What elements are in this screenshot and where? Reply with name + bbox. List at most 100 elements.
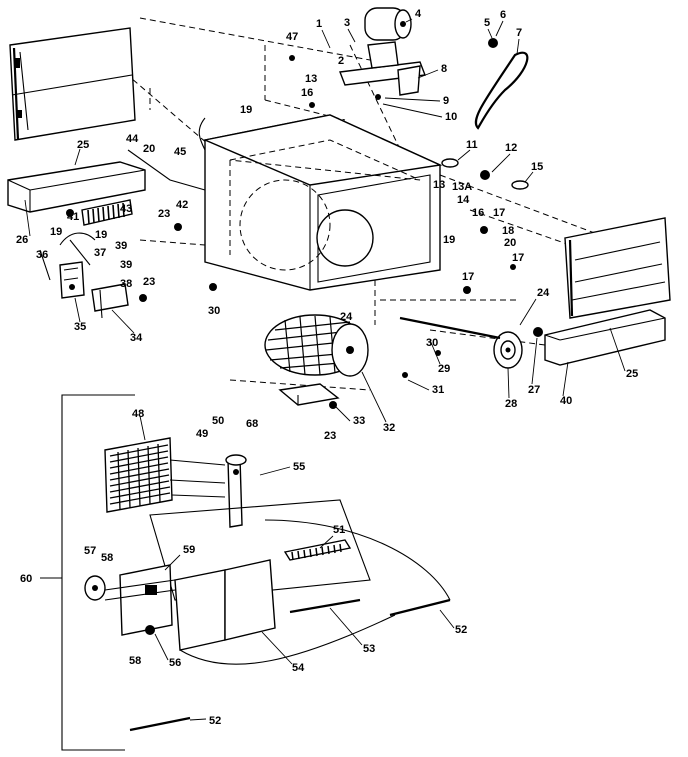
label-57: 57 [84,545,96,557]
label-41: 41 [67,211,79,223]
drive-belt [474,51,529,130]
hardware-fasteners [66,38,543,409]
label-47: 47 [286,31,298,43]
label-19-c: 19 [50,226,62,238]
right-front-panel [564,217,671,319]
heater-subassembly-frame [40,394,135,751]
label-25-b: 25 [626,368,638,380]
label-12: 12 [505,142,517,154]
left-side-panel [9,27,136,141]
label-27: 27 [528,384,540,396]
label-58-b: 58 [129,655,141,667]
label-23-c: 23 [324,430,336,442]
label-18: 18 [502,225,514,237]
heater-box [174,559,276,651]
control-bracket [39,239,129,319]
label-68: 68 [246,418,258,430]
fan-motor [364,7,412,41]
label-11: 11 [466,139,478,151]
label-16-b: 16 [472,207,484,219]
label-6: 6 [500,9,506,21]
label-43: 43 [120,203,132,215]
label-31: 31 [432,384,444,396]
guide-lines [109,17,601,391]
label-17-c: 17 [462,271,474,283]
label-35: 35 [74,321,86,333]
label-23-b: 23 [143,276,155,288]
label-54: 54 [292,662,305,674]
label-1: 1 [316,18,322,30]
label-25: 25 [77,139,89,151]
label-36: 36 [36,249,48,261]
cabinet-housing [202,114,443,291]
label-33: 33 [353,415,365,427]
label-20-b: 20 [504,237,516,249]
label-24: 24 [340,311,353,323]
label-32: 32 [383,422,395,434]
label-4: 4 [415,8,422,20]
label-13a: 13A [452,181,472,193]
label-50: 50 [212,415,224,427]
label-42: 42 [176,199,188,211]
label-5: 5 [484,17,490,29]
label-19-b: 19 [443,234,455,246]
control-block [84,564,176,636]
label-9: 9 [443,95,449,107]
label-2: 2 [338,55,344,67]
label-29: 29 [438,363,450,375]
label-19-d: 19 [95,229,107,241]
heater-rods [129,519,451,732]
label-3: 3 [344,17,350,29]
terminal-post [225,454,247,528]
label-34: 34 [130,332,143,344]
label-49: 49 [196,428,208,440]
label-16: 16 [301,87,313,99]
bearing-bracket [278,383,340,406]
label-48: 48 [132,408,144,420]
label-13-b: 13 [433,179,445,191]
label-52: 52 [455,624,467,636]
label-59: 59 [183,544,195,556]
label-37: 37 [94,247,106,259]
label-17-b: 17 [512,252,524,264]
label-23: 23 [158,208,170,220]
label-56: 56 [169,657,181,669]
left-base-tray [7,161,146,213]
label-51: 51 [333,524,345,536]
label-7: 7 [516,27,522,39]
shaft [399,316,501,340]
label-30-b: 30 [426,337,438,349]
label-39-b: 39 [120,259,132,271]
leader-lines [24,18,626,721]
label-30: 30 [208,305,220,317]
label-52-b: 52 [209,715,221,727]
label-20: 20 [143,143,155,155]
wiring [59,117,206,246]
label-26: 26 [16,234,28,246]
label-28: 28 [505,398,517,410]
label-44: 44 [126,133,139,145]
label-15: 15 [531,161,543,173]
label-55: 55 [293,461,305,473]
label-10: 10 [445,111,457,123]
right-base-tray [544,309,666,366]
blower-wheel [264,314,369,377]
label-53: 53 [363,643,375,655]
label-19: 19 [240,104,252,116]
label-17: 17 [493,207,505,219]
label-8: 8 [441,63,447,75]
label-39: 39 [115,240,127,252]
label-24-b: 24 [537,287,550,299]
heater-grille [104,437,226,513]
label-13: 13 [305,73,317,85]
label-60: 60 [20,573,32,585]
label-45: 45 [174,146,186,158]
label-14: 14 [457,194,470,206]
heater-element [81,199,133,226]
label-40: 40 [560,395,572,407]
part-labels: 1 2 3 4 5 6 7 8 9 10 11 12 13 13 13A 14 … [16,8,638,727]
label-38: 38 [120,278,132,290]
motor-bracket [339,41,426,96]
label-58: 58 [101,552,113,564]
